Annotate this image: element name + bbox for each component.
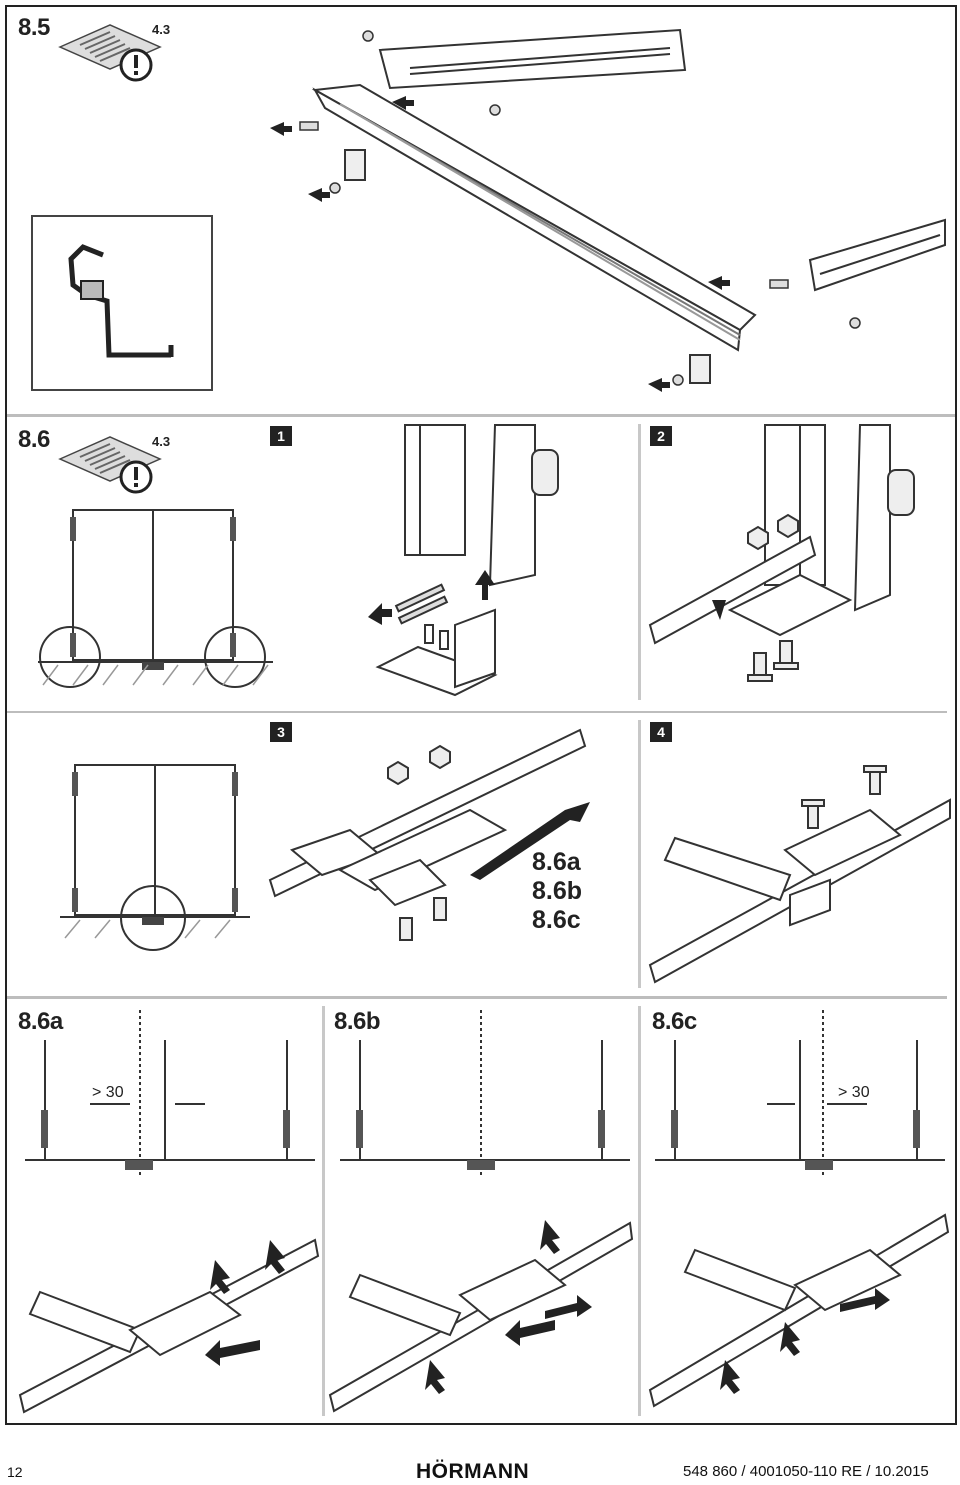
- warning-icon: [119, 460, 153, 494]
- variant-list: 8.6a 8.6b 8.6c: [532, 848, 582, 935]
- section-86b-label: 8.6b: [334, 1008, 381, 1035]
- variant-86b-elevation: [340, 1010, 630, 1178]
- step-4-bracket-fasten-diagram: [648, 765, 951, 984]
- variant-86a-label: 8.6a: [532, 848, 581, 876]
- step-2-rail-mount-diagram: [648, 424, 915, 682]
- variant-86b-detail: [328, 1220, 634, 1413]
- divider-86-variants: [7, 996, 947, 999]
- section-85-ref: 4.3: [152, 22, 171, 37]
- divider-var1: [322, 1006, 325, 1416]
- variant-86c-label: 8.6c: [532, 906, 581, 934]
- dimension-86c: > 30: [838, 1084, 870, 1101]
- warning-icon: [119, 48, 153, 82]
- variant-86c-detail: [648, 1213, 950, 1408]
- page-number: 12: [7, 1464, 23, 1480]
- step-3-bracket-slide-diagram: [268, 728, 590, 941]
- divider-var2: [638, 1006, 641, 1416]
- divider-col2: [638, 424, 641, 700]
- rail-assembly-diagram: [270, 28, 946, 392]
- step-2-badge: 2: [650, 426, 672, 446]
- step-1-badge: 1: [270, 426, 292, 446]
- arrow-icon: [270, 96, 730, 392]
- section-86a-label: 8.6a: [18, 1008, 63, 1035]
- door-front-view-center: [60, 764, 250, 951]
- section-86-ref: 4.3: [152, 434, 171, 449]
- screw-icon: [299, 30, 861, 386]
- variant-86b-label: 8.6b: [532, 877, 583, 905]
- door-front-view-hinges: [38, 509, 273, 688]
- divider-col2-b: [638, 720, 641, 988]
- profile-detail-inset: [31, 215, 213, 391]
- section-86c-label: 8.6c: [652, 1008, 697, 1035]
- step-1-bracket-diagram: [368, 424, 559, 697]
- document-reference: 548 860 / 4001050-110 RE / 10.2015: [683, 1463, 929, 1480]
- variant-86c-elevation: [655, 1010, 945, 1178]
- brand-logo: HÖRMANN: [416, 1460, 530, 1483]
- page-frame: [5, 5, 957, 1425]
- step-4-badge: 4: [650, 722, 672, 742]
- step-3-badge: 3: [270, 722, 292, 742]
- divider-85-86: [7, 414, 955, 417]
- dimension-86a: > 30: [92, 1084, 124, 1101]
- section-86-label: 8.6: [18, 426, 50, 453]
- variant-86a-detail: [18, 1238, 320, 1414]
- variant-86a-elevation: [25, 1010, 315, 1178]
- section-85-label: 8.5: [18, 14, 50, 41]
- divider-row2: [7, 711, 947, 713]
